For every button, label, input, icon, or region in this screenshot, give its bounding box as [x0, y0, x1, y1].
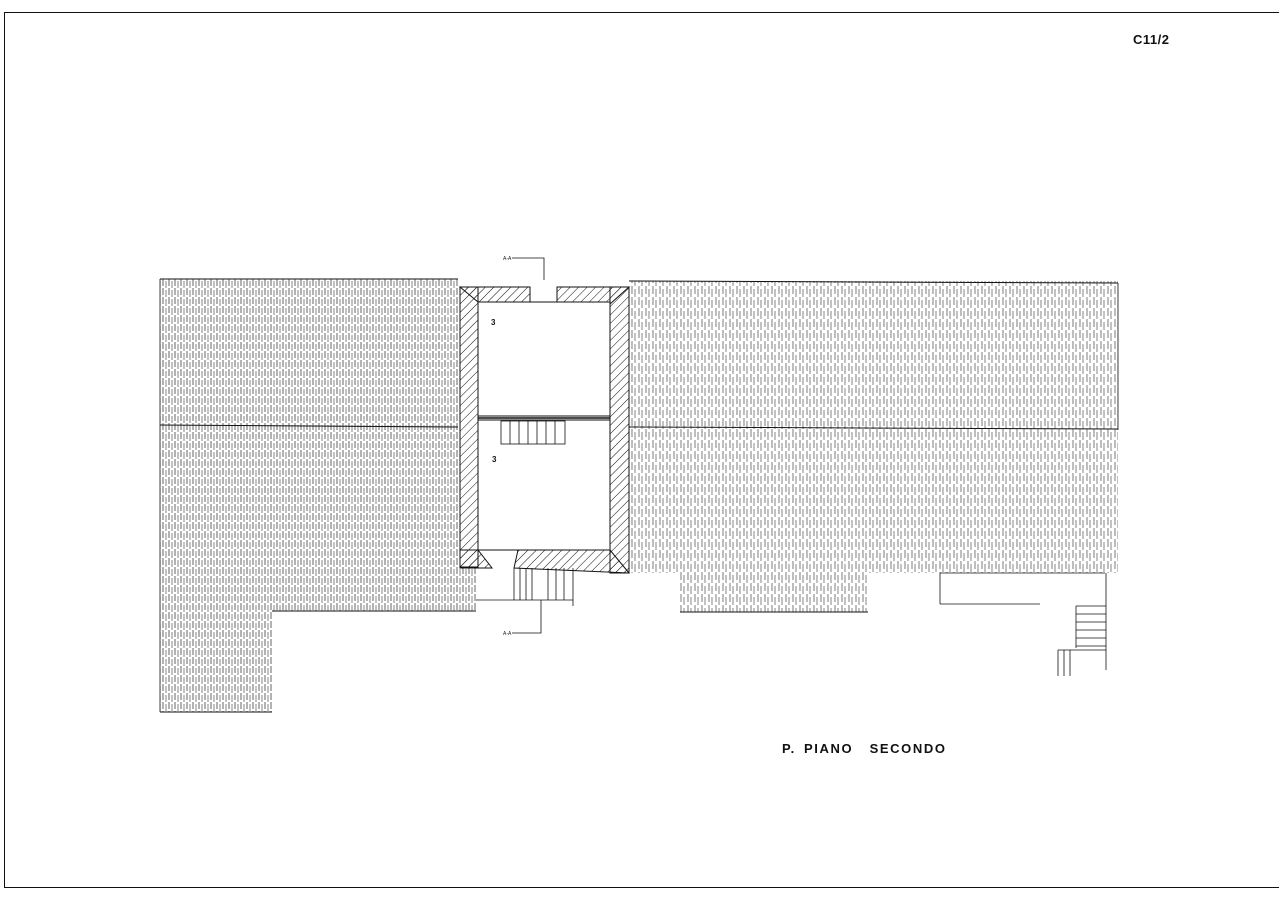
roof-right: [628, 280, 1119, 613]
room-label: 3: [492, 455, 497, 464]
room-label: 3: [491, 318, 496, 327]
room-upper: [477, 301, 611, 417]
floor-title: P. PIANO SECONDO: [782, 741, 947, 756]
outside-steps: [476, 568, 574, 606]
section-tag-top: A-A: [503, 256, 512, 262]
room-lower: [477, 419, 611, 551]
section-mark-bottom: [512, 600, 542, 634]
external-stair-right: [939, 573, 1107, 676]
roof-left: [159, 278, 476, 713]
section-mark-top: [512, 257, 545, 280]
sheet-border: [4, 12, 1279, 888]
section-tag-bottom: A-A: [503, 631, 512, 637]
stair-inner: [500, 420, 566, 445]
walls: [458, 286, 631, 574]
sheet-code: C11/2: [1133, 32, 1170, 47]
